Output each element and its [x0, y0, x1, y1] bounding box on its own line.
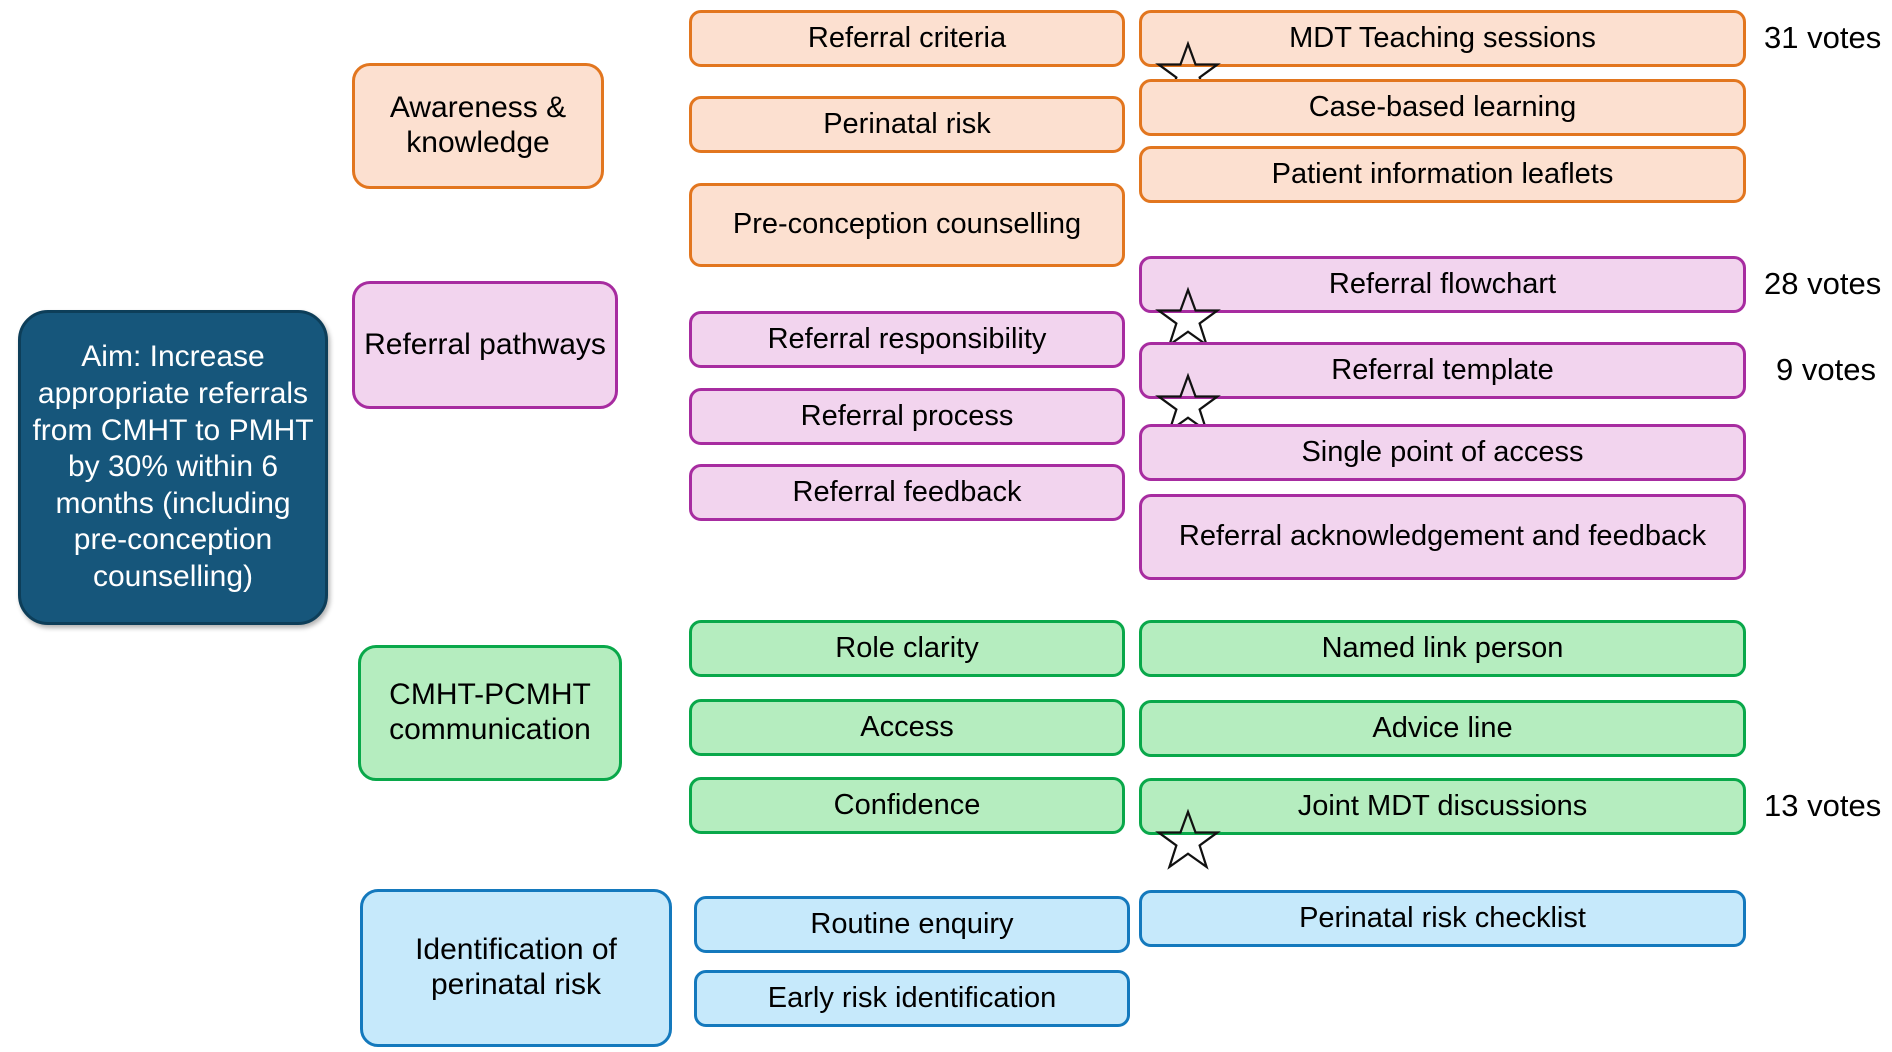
- change-idea-patient-information-leaflets[interactable]: Patient information leaflets: [1139, 146, 1746, 203]
- change-idea-label: Referral flowchart: [1328, 267, 1557, 300]
- change-idea-mdt-teaching-sessions[interactable]: MDT Teaching sessions: [1139, 10, 1746, 102]
- secondary-driver-perinatal-risk[interactable]: Perinatal risk: [689, 96, 1125, 153]
- secondary-driver-routine-enquiry[interactable]: Routine enquiry: [694, 896, 1130, 953]
- driver-cmht-pcmht-communication[interactable]: CMHT-PCMHT communication: [358, 645, 622, 781]
- star-icon: [1155, 339, 1221, 434]
- star-icon: [1155, 253, 1221, 348]
- secondary-driver-role-clarity[interactable]: Role clarity: [689, 620, 1125, 677]
- change-idea-referral-template[interactable]: Referral template: [1139, 342, 1746, 434]
- secondary-driver-referral-feedback[interactable]: Referral feedback: [689, 464, 1125, 521]
- change-idea-referral-flowchart[interactable]: Referral flowchart: [1139, 256, 1746, 348]
- change-idea-label: Joint MDT discussions: [1297, 789, 1588, 822]
- change-idea-perinatal-risk-checklist[interactable]: Perinatal risk checklist: [1139, 890, 1746, 947]
- votes-joint-mdt-discussions: 13 votes: [1764, 788, 1882, 823]
- secondary-driver-referral-responsibility[interactable]: Referral responsibility: [689, 311, 1125, 368]
- secondary-driver-confidence[interactable]: Confidence: [689, 777, 1125, 834]
- change-idea-advice-line[interactable]: Advice line: [1139, 700, 1746, 757]
- secondary-driver-referral-criteria[interactable]: Referral criteria: [689, 10, 1125, 67]
- change-idea-referral-acknowledgement-and-feedback[interactable]: Referral acknowledgement and feedback: [1139, 494, 1746, 580]
- secondary-driver-referral-process[interactable]: Referral process: [689, 388, 1125, 445]
- secondary-driver-pre-conception-counselling[interactable]: Pre-conception counselling: [689, 183, 1125, 267]
- driver-referral-pathways[interactable]: Referral pathways: [352, 281, 618, 409]
- change-idea-named-link-person[interactable]: Named link person: [1139, 620, 1746, 677]
- change-idea-label: Referral template: [1331, 353, 1554, 386]
- change-idea-case-based-learning[interactable]: Case-based learning: [1139, 79, 1746, 136]
- change-idea-label: MDT Teaching sessions: [1289, 21, 1596, 54]
- change-idea-single-point-of-access[interactable]: Single point of access: [1139, 424, 1746, 481]
- aim-box: Aim: Increase appropriate referrals from…: [18, 310, 328, 625]
- votes-referral-flowchart: 28 votes: [1764, 266, 1882, 301]
- secondary-driver-early-risk-identification[interactable]: Early risk identification: [694, 970, 1130, 1027]
- secondary-driver-access[interactable]: Access: [689, 699, 1125, 756]
- star-icon: [1155, 775, 1221, 870]
- driver-awareness-knowledge[interactable]: Awareness & knowledge: [352, 63, 604, 189]
- votes-mdt-teaching-sessions: 31 votes: [1764, 20, 1882, 55]
- star-icon: [1155, 7, 1221, 102]
- votes-referral-template: 9 votes: [1776, 352, 1876, 387]
- driver-identification-of-perinatal-risk[interactable]: Identification of perinatal risk: [360, 889, 672, 1047]
- change-idea-joint-mdt-discussions[interactable]: Joint MDT discussions: [1139, 778, 1746, 870]
